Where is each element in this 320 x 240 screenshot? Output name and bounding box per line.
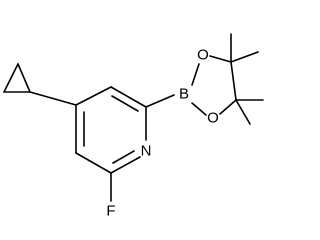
pyridine-bond-c4-c3 bbox=[75, 86, 112, 106]
pyridine-bond-c3-c2 bbox=[110, 86, 147, 108]
cyclopropyl-to-ring-bond bbox=[29, 91, 77, 106]
fluorine-label: F bbox=[106, 203, 115, 220]
pyridine-bond-c6-c5 bbox=[75, 152, 112, 174]
b-o-lower-bond bbox=[191, 102, 207, 116]
o-lower-c-bond bbox=[219, 99, 237, 115]
cyclopropyl-bond-2 bbox=[3, 63, 19, 93]
oxygen-upper-label: O bbox=[197, 47, 209, 64]
oxygen-lower-label: O bbox=[207, 110, 219, 127]
methyl-4-bond bbox=[235, 99, 251, 125]
methyl-2-bond bbox=[230, 51, 259, 63]
pyridine-double-bond-inner-c3-c2 bbox=[111, 95, 139, 112]
o-upper-c-bond bbox=[209, 55, 232, 63]
cyclopropyl-bond-3 bbox=[17, 63, 31, 93]
b-o-upper-bond bbox=[191, 63, 200, 86]
pyridine-double-bond-inner-n-c6 bbox=[112, 150, 135, 164]
pyridine-bond-n-c6 bbox=[110, 156, 141, 174]
pinacol-cc-bond bbox=[230, 61, 237, 101]
c2-b-bond bbox=[145, 94, 175, 108]
boron-label: B bbox=[179, 86, 189, 103]
structure-diagram: B O O N F bbox=[3, 33, 264, 220]
nitrogen-label: N bbox=[141, 143, 152, 160]
